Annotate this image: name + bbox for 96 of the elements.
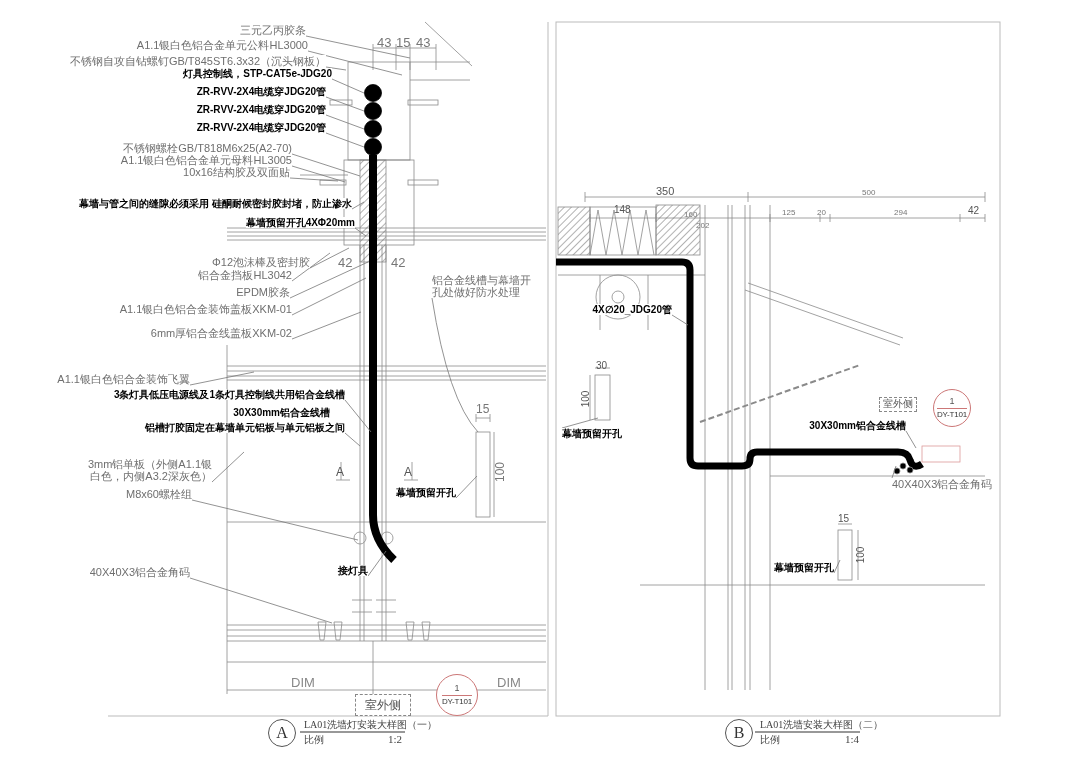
leader-line	[367, 550, 387, 577]
scale-value: 1:2	[388, 734, 403, 745]
leader-line	[291, 153, 361, 177]
callout-label: 40X40X3铝合金角码	[89, 565, 190, 578]
callout-label: ZR-RVV-2X4电缆穿JDG20管	[196, 122, 326, 133]
section-letter: A	[404, 466, 412, 478]
leader-line	[291, 311, 362, 340]
callout-label: 铝槽打胶固定在幕墙单元铝板与单元铝板之间	[145, 422, 345, 433]
leader-line	[354, 227, 367, 237]
detail-marker: B	[725, 719, 753, 747]
dimension-text: 294	[894, 209, 908, 217]
dimension-text: 148	[614, 205, 631, 215]
leader-line	[431, 297, 479, 433]
dimension-text: DIM	[497, 676, 521, 689]
drawing-title: LA01洗墙灯安装大样图（一）	[304, 720, 438, 730]
leader-line	[189, 577, 333, 624]
callout-label: 不锈钢螺栓GB/T818M6x25(A2-70)	[123, 141, 292, 154]
callout-label: A1.1银白色铝合金装饰盖板XKM-01	[119, 302, 292, 315]
leader-line	[325, 132, 365, 148]
callout-label: 幕墙与管之间的缝隙必须采用 硅酮耐候密封胶封堵，防止渗水	[79, 198, 352, 209]
leader-line	[561, 417, 599, 429]
leader-line	[344, 432, 361, 447]
callout-label: 幕墙预留开孔4XΦ20mm	[245, 217, 355, 228]
leader-line	[891, 465, 897, 479]
callout-label: 幕墙预留开孔	[396, 487, 456, 498]
callout-label: M8x60螺栓组	[125, 487, 192, 500]
detail-marker: A	[268, 719, 296, 747]
leader-line	[291, 277, 367, 316]
leader-line	[309, 247, 350, 269]
dimension-text: 42	[968, 206, 980, 216]
callout-label: 40X40X3铝合金角码	[892, 478, 993, 491]
leader-line	[189, 371, 255, 386]
section-symbol	[436, 674, 478, 716]
dimension-text: 15	[396, 36, 411, 49]
callout-label: ZR-RVV-2X4电缆穿JDG20管	[196, 86, 326, 97]
dimension-text: 350	[656, 186, 675, 197]
label-box: 室外侧	[879, 396, 917, 412]
callout-label: 30X30mm铝合金线槽	[809, 420, 906, 431]
leader-line	[307, 50, 403, 76]
label-box: 室外侧	[355, 694, 411, 716]
section-number: 1	[442, 684, 472, 696]
leader-line	[833, 559, 841, 574]
section-number: 1	[937, 397, 967, 409]
leader-line	[351, 201, 365, 210]
callout-label: 灯具控制线，STP-CAT5e-JDG20	[183, 68, 332, 79]
dimension-text: 125	[782, 209, 796, 217]
dimension-text: 43	[377, 36, 392, 49]
leader-line	[344, 399, 372, 433]
callout-label: 三元乙丙胶条	[240, 23, 306, 36]
leader-line	[291, 165, 346, 183]
leader-line	[331, 78, 365, 94]
callout-label: 4X∅20_JDG20管	[592, 304, 672, 315]
leader-line	[289, 177, 339, 182]
callout-label: 3条灯具低压电源线及1条灯具控制线共用铝合金线槽	[113, 389, 345, 400]
leader-line	[325, 96, 365, 112]
drawing-number: DY-T101	[442, 696, 472, 706]
leader-line	[905, 430, 917, 449]
leader-line	[211, 451, 245, 483]
leader-line	[291, 252, 331, 282]
dimension-text: 15	[838, 514, 850, 524]
callout-label: 接灯具	[338, 565, 368, 576]
dimension-text: 30	[596, 361, 608, 371]
dimension-text: 100	[856, 546, 867, 564]
dimension-text: 43	[416, 36, 431, 49]
section-letter: A	[336, 466, 344, 478]
dimension-text: DIM	[291, 676, 315, 689]
section-symbol	[933, 389, 971, 427]
callout-label: 6mm厚铝合金线盖板XKM-02	[150, 326, 292, 339]
drawing-number: DY-T101	[937, 409, 967, 419]
dimension-text: 100	[581, 390, 592, 408]
leader-line	[289, 261, 369, 299]
leader-line	[671, 314, 689, 326]
callout-label: 幕墙预留开孔	[774, 562, 834, 573]
callout-label: 不锈钢自攻自钻螺钉GB/T845ST6.3x32（沉头钢板）	[69, 54, 326, 67]
callout-label: 铝合金挡板HL3042	[198, 268, 292, 281]
callout-label: ZR-RVV-2X4电缆穿JDG20管	[196, 104, 326, 115]
callout-label: 30X30mm铝合金线槽	[233, 407, 330, 418]
dimension-text: 20	[817, 209, 826, 217]
scale-value: 1:4	[845, 734, 860, 745]
callout-label: Φ12泡沫棒及密封胶	[212, 255, 310, 268]
leader-line	[455, 475, 478, 499]
callout-label: A1.1银白色铝合金单元公料HL3000	[136, 38, 308, 51]
dimension-text: 15	[476, 403, 490, 415]
dimension-text: 100	[494, 462, 506, 482]
leader-line	[325, 114, 365, 130]
dimension-text: 42	[338, 256, 353, 269]
leader-line	[191, 499, 359, 541]
leader-line	[325, 66, 347, 71]
callout-label: 幕墙预留开孔	[562, 428, 622, 439]
callout-label: A1.1银白色铝合金装饰飞翼	[57, 372, 190, 385]
leader-line	[305, 35, 411, 59]
dimension-text: 500	[862, 189, 876, 197]
dimension-text: 160	[684, 211, 698, 219]
callout-label: EPDM胶条	[236, 285, 290, 298]
dimension-text: 42	[391, 256, 406, 269]
drawing-title: LA01洗墙安装大样图（二）	[760, 720, 884, 730]
